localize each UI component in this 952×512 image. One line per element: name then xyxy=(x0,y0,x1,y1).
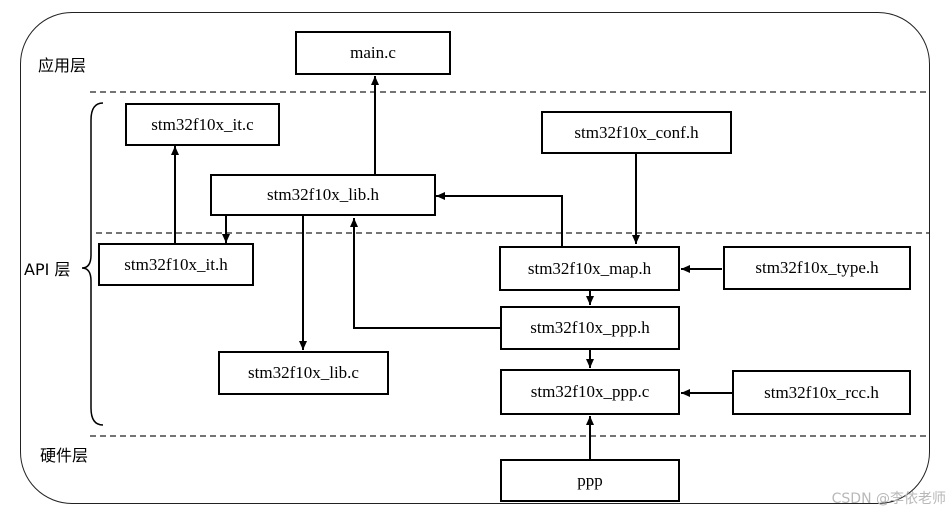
box-stm32f10x-lib-h: stm32f10x_lib.h xyxy=(210,174,436,216)
box-stm32f10x-lib-c: stm32f10x_lib.c xyxy=(218,351,389,395)
arrow-ppp-h-to-lib-h xyxy=(350,218,500,329)
box-stm32f10x-it-h: stm32f10x_it.h xyxy=(98,243,254,286)
layer-label-hardware: 硬件层 xyxy=(40,446,89,465)
box-stm32f10x-it-c: stm32f10x_it.c xyxy=(125,103,280,146)
api-layer-brace xyxy=(81,102,104,426)
box-stm32f10x-conf-h: stm32f10x_conf.h xyxy=(541,111,732,154)
arrow-map-h-to-lib-h xyxy=(436,192,563,246)
layer-label-api: API 层 xyxy=(24,260,71,279)
layer-label-app: 应用层 xyxy=(38,56,87,75)
outer-frame xyxy=(20,12,930,504)
box-stm32f10x-ppp-c: stm32f10x_ppp.c xyxy=(500,369,680,415)
box-main-c: main.c xyxy=(295,31,451,75)
watermark: CSDN @李依老师 xyxy=(831,491,946,507)
box-stm32f10x-map-h: stm32f10x_map.h xyxy=(499,246,680,291)
box-stm32f10x-ppp-h: stm32f10x_ppp.h xyxy=(500,306,680,350)
box-stm32f10x-type-h: stm32f10x_type.h xyxy=(723,246,911,290)
box-ppp: ppp xyxy=(500,459,680,502)
box-stm32f10x-rcc-h: stm32f10x_rcc.h xyxy=(732,370,911,415)
